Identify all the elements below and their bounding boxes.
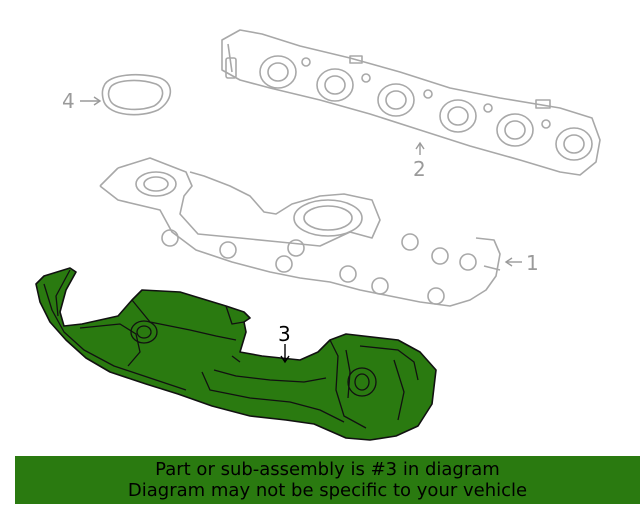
part-1-exhaust-manifold[interactable] — [99, 157, 501, 307]
callout-3: 3 — [278, 322, 291, 346]
callout-1: 1 — [526, 251, 539, 275]
callout-4: 4 — [62, 89, 75, 113]
banner-line-1: Part or sub-assembly is #3 in diagram — [155, 459, 500, 480]
part-4-gasket-ring[interactable] — [101, 73, 172, 116]
part-3-heat-shield[interactable] — [35, 267, 437, 441]
banner-line-2: Diagram may not be specific to your vehi… — [127, 480, 528, 501]
parts-diagram: 4 2 1 3 — [35, 29, 601, 441]
part-2-manifold-gasket[interactable] — [221, 29, 601, 176]
callout-2: 2 — [413, 157, 426, 181]
leader-lines — [80, 96, 522, 364]
info-banner: Part or sub-assembly is #3 in diagram Di… — [15, 456, 640, 504]
